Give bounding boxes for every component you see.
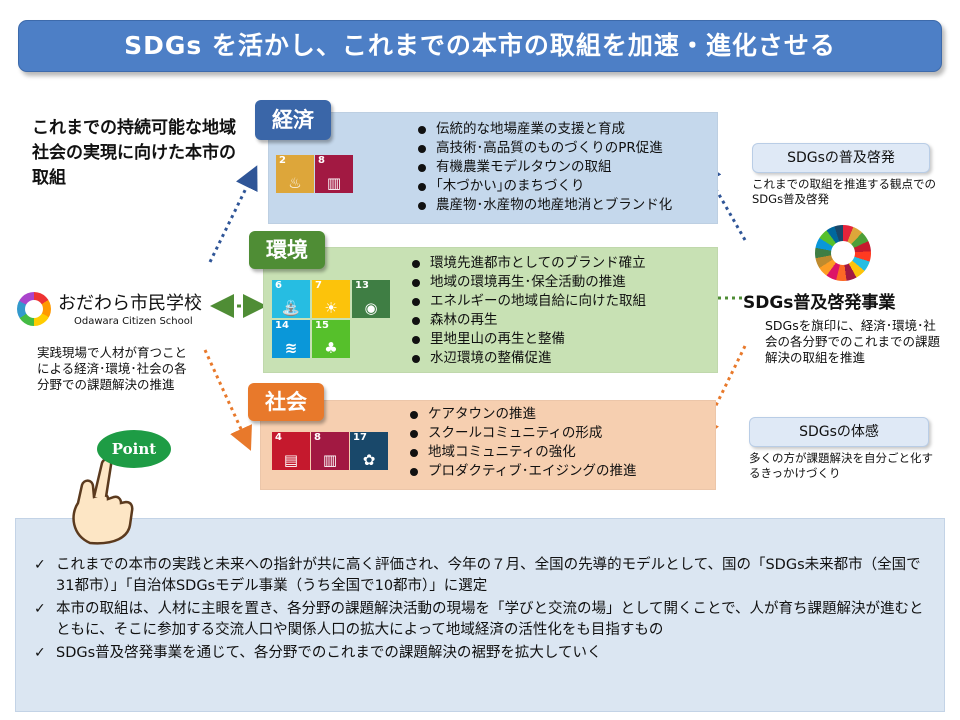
list-item: 環境先進都市としてのブランド確立 [410, 254, 646, 273]
sdgs-experience-box: SDGsの体感 [749, 417, 929, 447]
fish-icon: ≋ [284, 339, 298, 357]
economy-list: 伝統的な地場産業の支援と育成 高技術･高品質のものづくりのPR促進 有機農業モデ… [416, 120, 672, 215]
list-item: スクールコミュニティの形成 [408, 424, 636, 443]
summary-list: これまでの本市の実践と未来への指針が共に高く評価され、今年の７月、全国の先導的モ… [34, 555, 934, 666]
bowl-icon: ♨ [288, 174, 302, 192]
sun-icon: ☀ [324, 299, 338, 317]
header-banner: SDGs を活かし、これまでの本市の取組を加速・進化させる [18, 20, 942, 72]
economy-tag: 経済 [255, 100, 331, 140]
list-item: 農産物･水産物の地産地消とブランド化 [416, 196, 672, 215]
arrow-school-society [203, 349, 252, 451]
sdg-goal-2-tile: 2 ♨ [276, 155, 314, 193]
school-description: 実践現場で人材が育つことによる経済･環境･社会の各分野での課題解決の推進 [37, 345, 188, 392]
tree-icon: ♣ [324, 339, 338, 357]
pointing-hand-icon [72, 457, 134, 545]
book-icon: ▤ [283, 451, 299, 469]
sdg-goal-7-tile: 7 ☀ [312, 280, 350, 318]
list-item: 里地里山の再生と整備 [410, 330, 646, 349]
school-english-name: Odawara Citizen School [74, 316, 193, 327]
list-item: ケアタウンの推進 [408, 405, 636, 424]
sdg-goal-8-tile: 8 ▥ [315, 155, 353, 193]
summary-item: 本市の取組は、人材に主眼を置き、各分野の課題解決活動の現場を「学びと交流の場」と… [34, 599, 934, 641]
list-item: 高技術･高品質のものづくりのPR促進 [416, 139, 672, 158]
list-item: 有機農業モデルタウンの取組 [416, 158, 672, 177]
school-name: おだわら市民学校 [58, 293, 202, 314]
sdg-goal-4-tile: 4 ▤ [272, 432, 310, 470]
sdgs-awareness-box: SDGsの普及啓発 [752, 143, 930, 173]
sdg-goal-15-tile: 15 ♣ [312, 320, 350, 358]
summary-item: SDGs普及啓発事業を通じて、各分野でのこれまでの課題解決の裾野を拡大していく [34, 643, 934, 664]
sdgs-wheel-icon [815, 225, 871, 281]
sdg-goal-6-tile: 6 ⛲ [272, 280, 310, 318]
program-title: SDGs普及啓発事業 [743, 293, 896, 313]
eye-icon: ◉ [364, 299, 378, 317]
list-item: ｢木づかい｣のまちづくり [416, 177, 672, 196]
sdgs-experience-description: 多くの方が課題解決を自分ごと化するきっかけづくり [749, 451, 933, 480]
list-item: 地域の環境再生･保全活動の推進 [410, 273, 646, 292]
flower-icon: ✿ [362, 451, 376, 469]
sdg-goal-17-tile: 17 ✿ [350, 432, 388, 470]
list-item: 地域コミュニティの強化 [408, 443, 636, 462]
summary-box: これまでの本市の実践と未来への指針が共に高く評価され、今年の７月、全国の先導的モ… [15, 518, 945, 712]
chart-icon: ▥ [326, 174, 342, 192]
sdg-goal-13-tile: 13 ◉ [352, 280, 390, 318]
environment-list: 環境先進都市としてのブランド確立 地域の環境再生･保全活動の推進 エネルギーの地… [410, 254, 646, 368]
society-tag: 社会 [248, 383, 324, 421]
page-title: SDGs を活かし、これまでの本市の取組を加速・進化させる [124, 31, 836, 60]
environment-tag: 環境 [249, 231, 325, 269]
program-description: SDGsを旗印に、経済･環境･社会の各分野でのこれまでの課題解決の取組を推進 [765, 318, 941, 365]
arrow-school-economy [208, 165, 258, 263]
water-icon: ⛲ [281, 299, 301, 317]
list-item: 水辺環境の整備促進 [410, 349, 646, 368]
list-item: 伝統的な地場産業の支援と育成 [416, 120, 672, 139]
chart-icon: ▥ [322, 451, 338, 469]
list-item: プロダクティブ･エイジングの推進 [408, 462, 636, 481]
point-badge: Point [97, 430, 171, 468]
list-item: 森林の再生 [410, 311, 646, 330]
sdgs-awareness-description: これまでの取組を推進する観点でのSDGs普及啓発 [752, 177, 936, 206]
sdg-goal-8-tile: 8 ▥ [311, 432, 349, 470]
list-item: エネルギーの地域自給に向けた取組 [410, 292, 646, 311]
sdg-goal-14-tile: 14 ≋ [272, 320, 310, 358]
school-logo-icon [17, 292, 51, 326]
intro-text: これまでの持続可能な地域社会の実現に向けた本市の取組 [32, 118, 236, 188]
society-list: ケアタウンの推進 スクールコミュニティの形成 地域コミュニティの強化 プロダクテ… [408, 405, 636, 481]
summary-item: これまでの本市の実践と未来への指針が共に高く評価され、今年の７月、全国の先導的モ… [34, 555, 934, 597]
